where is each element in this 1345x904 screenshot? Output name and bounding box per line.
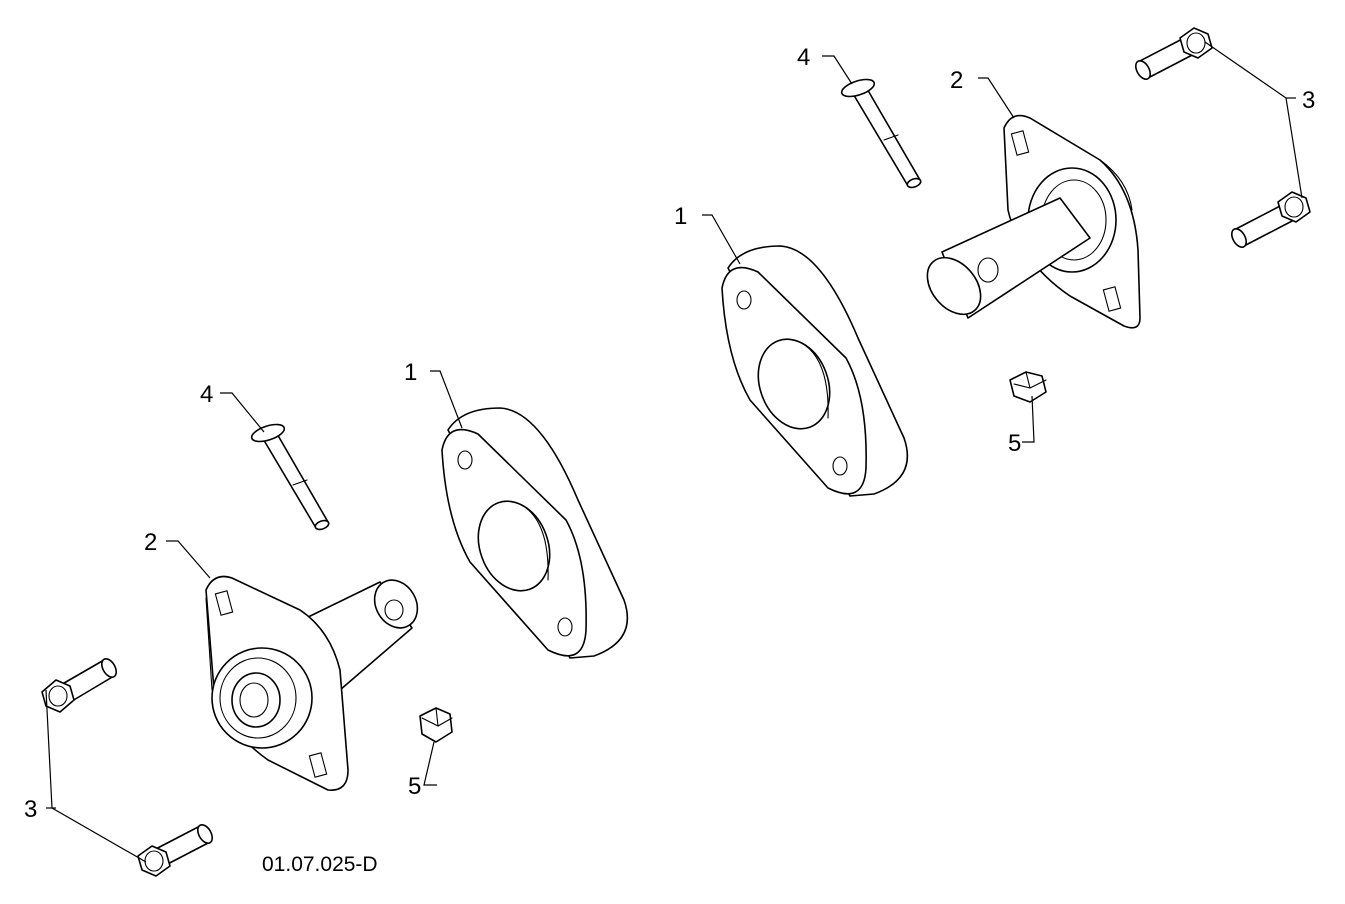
callout-bearing-right: 2 [950,67,963,94]
carriage-bolt-left[interactable] [250,421,330,531]
flange-bolt-right-upper[interactable] [1133,27,1213,82]
callout-nut-right: 5 [1008,430,1021,457]
spacer-block-right[interactable] [721,245,909,497]
callout-flange-bolt-left: 3 [24,796,37,823]
callout-bearing-left: 2 [144,529,157,556]
spacer-block-left[interactable] [441,407,629,659]
flange-bearing-right[interactable] [917,114,1141,329]
flange-bolt-left-lower[interactable] [137,822,215,877]
callout-spacer-right: 1 [674,203,687,230]
flange-bolt-left-upper[interactable] [41,656,119,713]
hex-nut-right[interactable] [1009,371,1047,403]
callout-flange-bolt-right: 3 [1302,87,1315,114]
flange-bolt-right-lower[interactable] [1229,191,1311,250]
flange-bearing-left[interactable] [205,572,426,791]
drawing-code: 01.07.025-D [262,853,378,876]
callout-carriage-bolt-right: 4 [797,44,810,71]
callout-nut-left: 5 [408,773,421,800]
callout-spacer-left: 1 [404,359,417,386]
carriage-bolt-right[interactable] [840,76,922,189]
callout-numbers: 4 1 2 5 3 4 2 1 3 5 [24,44,1315,823]
leader-lines [45,41,1303,863]
hex-nut-left[interactable] [419,707,453,743]
callout-carriage-bolt-left: 4 [200,381,213,408]
